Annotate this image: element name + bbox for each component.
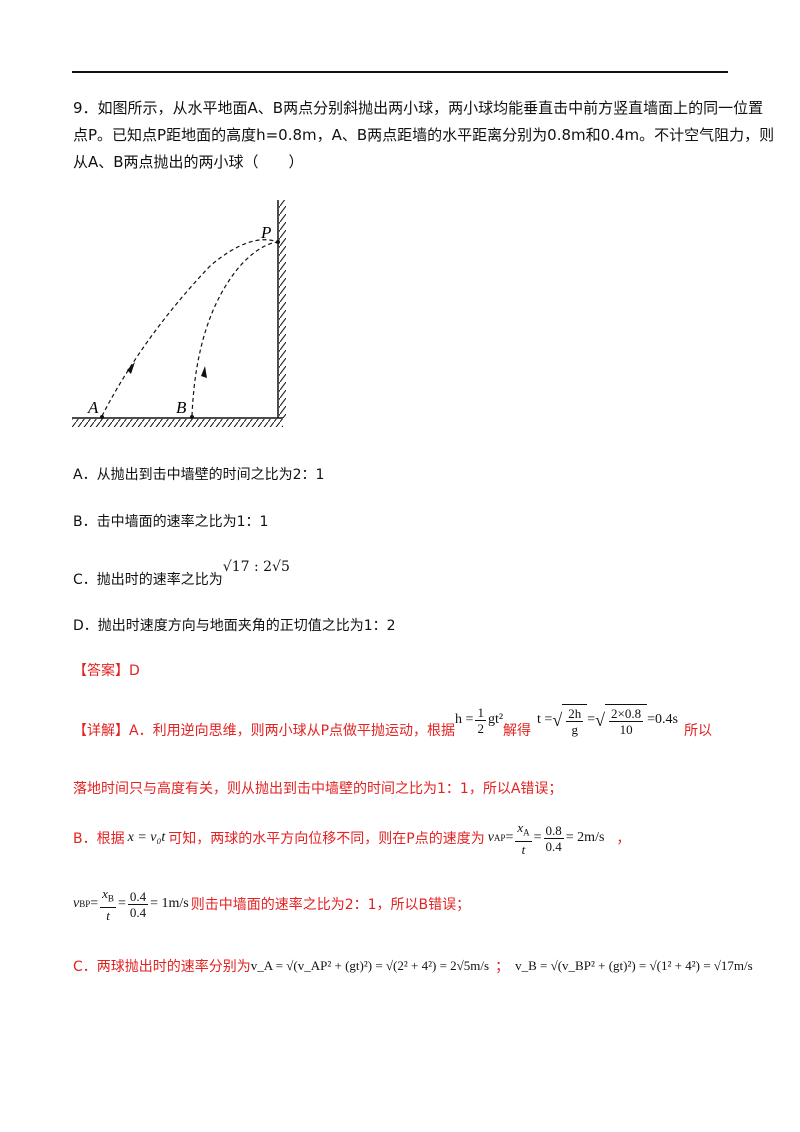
formula-t-lhs: t = (537, 712, 553, 727)
t-num2: 2×0.8 (609, 705, 644, 722)
answer-label: 【答案】D (73, 663, 140, 679)
vap-den2: 0.4 (545, 838, 562, 854)
half-num: 1 (475, 704, 486, 721)
half-den: 2 (477, 720, 484, 736)
option-b: B．击中墙面的速率之比为1：1 (73, 514, 269, 530)
vap-sub: AP (493, 833, 506, 844)
vbp-sub: BP (79, 899, 91, 910)
explain-5a: C．两球抛出时的速率分别为 (73, 959, 251, 975)
arrow-a (127, 362, 135, 374)
vap-v: v (487, 830, 494, 846)
option-c: C．抛出时的速率之比为 √17 : 2√5 (73, 555, 733, 589)
projectile-figure: P A B (72, 200, 286, 427)
point-b (190, 415, 194, 419)
formula-va: v_A = √(v_AP² + (gt)²) = √(2² + 4²) = 2√… (250, 958, 490, 973)
vap-num2: 0.8 (543, 822, 564, 839)
ground-hatch (72, 419, 283, 427)
t-den1: g (571, 721, 578, 737)
question-line-2: 点P。已知点P距地面的高度h=0.8m，A、B两点距墙的水平距离分别为0.8m和… (73, 126, 775, 144)
explain-5b: ； (495, 959, 510, 975)
vbp-result: = 1m/s (150, 896, 189, 912)
label-p: P (260, 223, 271, 242)
question-line-1: 9．如图所示，从水平地面A、B两点分别斜抛出两小球，两小球均能垂直击中前方竖直墙… (73, 99, 764, 117)
label-b: B (176, 398, 187, 417)
explain-3a: B．根据 (73, 831, 125, 848)
explain-3c: ， (616, 831, 631, 848)
option-c-math: √17 : 2√5 (222, 559, 290, 575)
option-c-text: C．抛出时的速率之比为 (73, 572, 223, 588)
point-a (100, 415, 104, 419)
explain-line-5: C．两球抛出时的速率分别为 v_A = √(v_AP² + (gt)²) = √… (73, 956, 753, 976)
vbp-num: x (102, 886, 108, 901)
label-a: A (87, 398, 99, 417)
t-num1: 2h (566, 705, 584, 722)
explain-line-2: 落地时间只与高度有关，则从抛出到击中墙壁的时间之比为1：1，所以A错误； (73, 781, 563, 797)
vap-den: t (521, 841, 526, 857)
arrow-b (201, 366, 207, 378)
explain-1a: 【详解】A．利用逆向思维，则两小球从P点做平抛运动，根据 (73, 723, 456, 739)
formula-x: x = v₀t (127, 830, 166, 846)
t-result: =0.4s (647, 712, 678, 727)
option-a: A．从抛出到击中墙壁的时间之比为2：1 (73, 467, 325, 483)
wall-hatch (279, 200, 286, 418)
option-d: D．抛出时速度方向与地面夹角的正切值之比为1：2 (73, 618, 396, 634)
vbp-numsub: B (107, 893, 114, 904)
formula-vb: v_B = √(v_BP² + (gt)²) = √(1² + 4²) = √1… (515, 958, 753, 973)
header-rule (72, 71, 728, 73)
trajectory-b (191, 241, 279, 417)
explain-4: 则击中墙面的速率之比为2：1，所以B错误； (190, 897, 471, 914)
explain-3b: 可知，两球的水平方向位移不同，则在P点的速度为 (168, 831, 485, 848)
point-p (276, 240, 280, 244)
vap-result: = 2m/s (565, 830, 605, 846)
vbp-den: t (106, 907, 110, 923)
t-den2: 10 (619, 721, 633, 737)
vbp-num2: 0.4 (127, 888, 149, 905)
question-text: 9．如图所示，从水平地面A、B两点分别斜抛出两小球，两小球均能垂直击中前方竖直墙… (73, 95, 775, 176)
trajectory-a (101, 239, 279, 417)
explain-1b: 解得 (503, 723, 532, 739)
vbp-den2: 0.4 (129, 904, 147, 920)
vbp-v: v (73, 896, 80, 912)
formula-h-lhs: h = (455, 712, 474, 727)
vap-numsub: A (523, 827, 530, 838)
question-line-3: 从A、B两点抛出的两小球（ ） (73, 153, 304, 171)
vap-num: x (517, 820, 524, 835)
formula-h-tail: gt² (487, 712, 504, 727)
explain-1c: 所以 (683, 723, 712, 739)
